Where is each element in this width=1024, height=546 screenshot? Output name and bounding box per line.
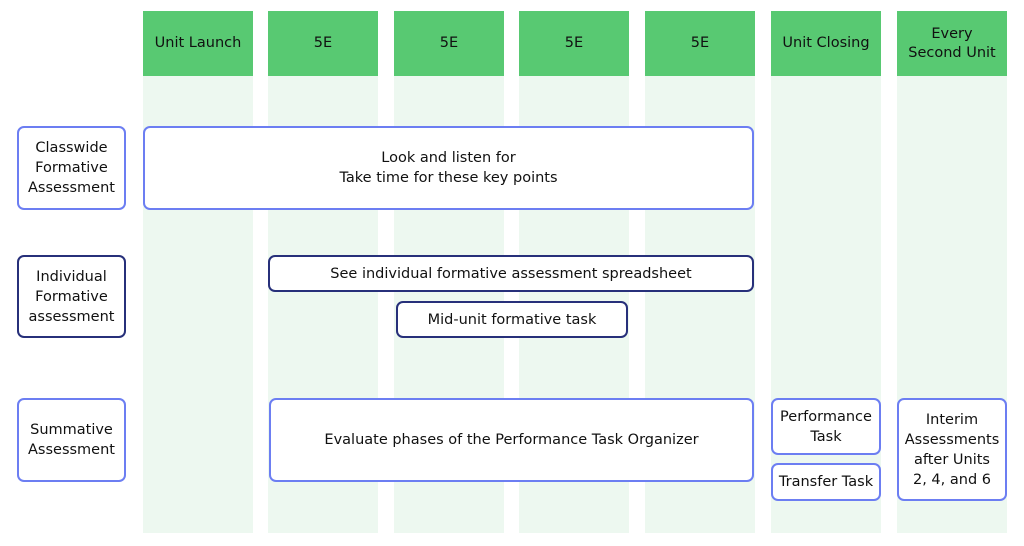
column-header: 5E: [645, 11, 755, 76]
task-evaluate-phases: Evaluate phases of the Performance Task …: [269, 398, 754, 482]
task-transfer-task: Transfer Task: [771, 463, 881, 501]
task-interim-assessments: Interim Assessments after Units 2, 4, an…: [897, 398, 1007, 501]
task-look-and-listen: Look and listen for Take time for these …: [143, 126, 754, 210]
column-header: Every Second Unit: [897, 11, 1007, 76]
column-header: 5E: [519, 11, 629, 76]
row-label-classwide: Classwide Formative Assessment: [17, 126, 126, 210]
column-header: 5E: [394, 11, 504, 76]
task-formative-spreadsheet: See individual formative assessment spre…: [268, 255, 754, 292]
task-performance-task: Performance Task: [771, 398, 881, 455]
column-header: Unit Launch: [143, 11, 253, 76]
column-unit-launch: Unit Launch: [143, 11, 253, 533]
column-header: 5E: [268, 11, 378, 76]
row-label-summative: Summative Assessment: [17, 398, 126, 482]
column-header: Unit Closing: [771, 11, 881, 76]
task-mid-unit-formative: Mid-unit formative task: [396, 301, 628, 338]
row-label-individual: Individual Formative assessment: [17, 255, 126, 338]
